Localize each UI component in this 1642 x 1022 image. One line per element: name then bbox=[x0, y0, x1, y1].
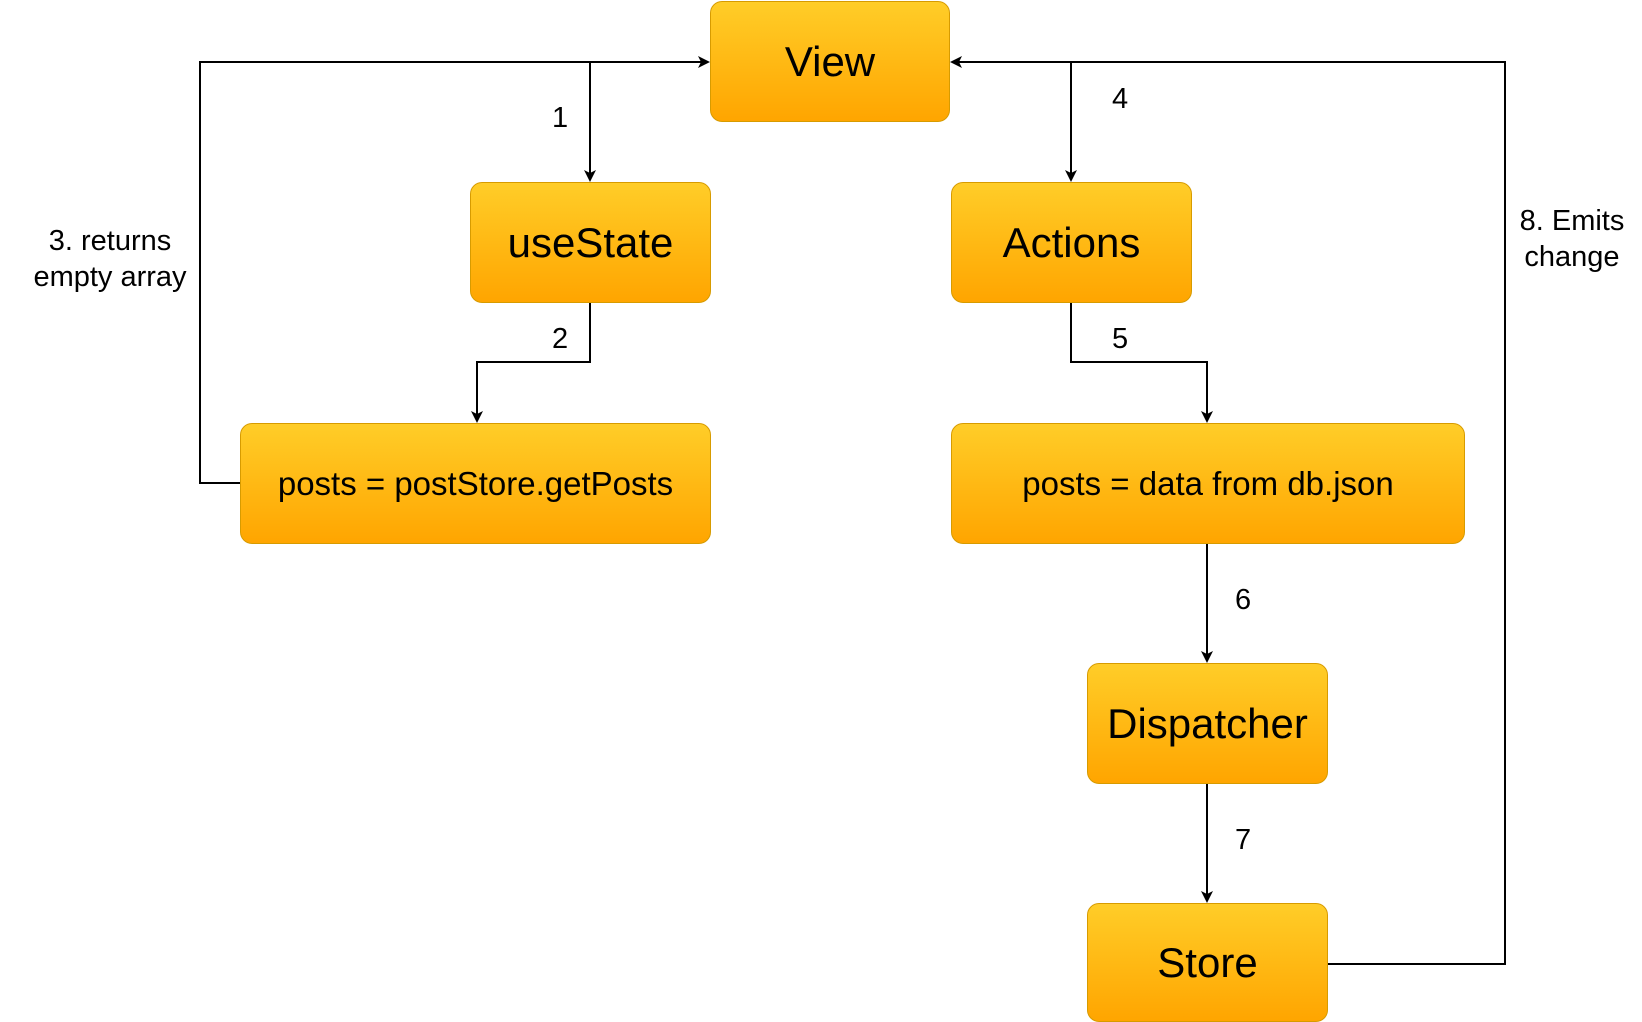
edge-label-8: 8. Emits change bbox=[1505, 203, 1639, 276]
edge-usestate-to-posts-store bbox=[471, 303, 591, 423]
edge-label-3-line1: 3. returns bbox=[48, 225, 172, 257]
edge-label-1: 1 bbox=[552, 102, 569, 134]
edge-label-6: 6 bbox=[1235, 584, 1252, 616]
edge-label-3: 3. returns empty array bbox=[20, 223, 200, 296]
edge-label-5: 5 bbox=[1112, 323, 1129, 355]
edge-label-7: 7 bbox=[1235, 824, 1252, 856]
edge-posts-store-to-view bbox=[199, 56, 710, 484]
edge-store-to-view bbox=[950, 56, 1506, 965]
node-usestate: useState bbox=[470, 182, 711, 303]
edge-label-8-line2: change bbox=[1524, 241, 1620, 274]
edge-label-2: 2 bbox=[552, 323, 569, 355]
edge-actions-to-posts-data bbox=[1070, 303, 1213, 423]
node-view: View bbox=[710, 1, 950, 122]
node-actions: Actions bbox=[951, 182, 1192, 303]
node-posts-store-getposts: posts = postStore.getPosts bbox=[240, 423, 711, 544]
node-posts-data-from-db: posts = data from db.json bbox=[951, 423, 1465, 544]
edge-label-8-line1: 8. Emits bbox=[1519, 205, 1625, 237]
node-store: Store bbox=[1087, 903, 1328, 1022]
edge-label-4: 4 bbox=[1112, 83, 1129, 115]
node-dispatcher: Dispatcher bbox=[1087, 663, 1328, 784]
edge-label-3-line2: empty array bbox=[33, 261, 187, 294]
